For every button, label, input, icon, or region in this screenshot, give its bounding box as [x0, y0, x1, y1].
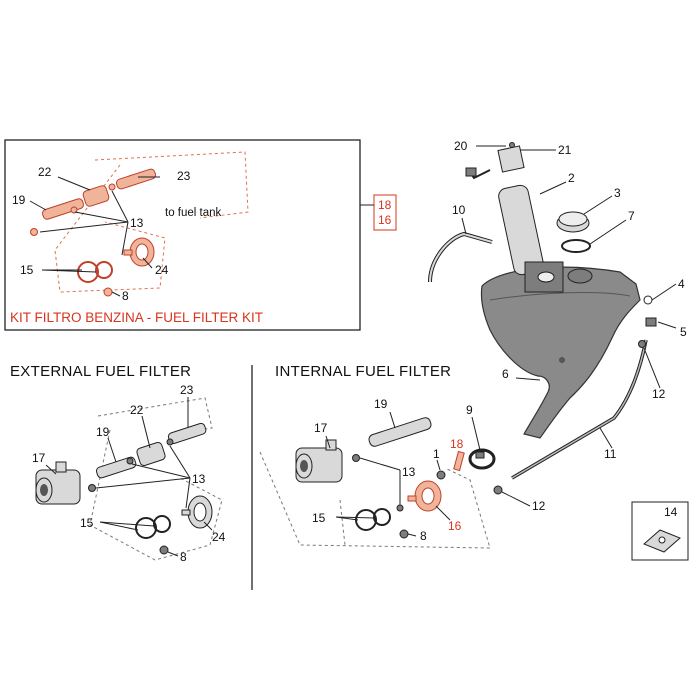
external-pump-filter-24: [181, 495, 213, 529]
internal-screw: [399, 529, 409, 539]
internal-clamp: [352, 454, 360, 462]
gasket-7: [561, 239, 591, 253]
kit-filter-22: [82, 185, 110, 207]
tank-label-5: 5: [680, 325, 687, 339]
kit-clamp: [108, 183, 116, 191]
external-label-22: 22: [130, 403, 144, 417]
washer-4: [643, 295, 653, 305]
internal-oring: [373, 508, 391, 526]
internal-pump-16: [407, 480, 442, 512]
kit-label-19: 19: [12, 193, 26, 207]
kit-label-24: 24: [155, 263, 169, 277]
external-label-17: 17: [32, 451, 46, 465]
external-pipe-19: [95, 456, 137, 479]
tank-label-7: 7: [628, 209, 635, 223]
external-screw: [159, 545, 169, 555]
tank-label-11: 11: [604, 447, 617, 461]
kit-pump-filter-24: [123, 237, 155, 267]
kit-clamp: [30, 228, 38, 236]
kit-ref-16: 16: [378, 213, 392, 227]
kit-label-8: 8: [122, 289, 129, 303]
external-clamp: [126, 457, 134, 465]
internal-label-15: 15: [312, 511, 326, 525]
clip-14: [643, 529, 681, 553]
external-clamp: [88, 484, 96, 492]
internal-label-17: 17: [314, 421, 328, 435]
tank-label-2: 2: [568, 171, 575, 185]
kit-label-15: 15: [20, 263, 34, 277]
internal-label-18: 18: [450, 437, 464, 451]
internal-dashed-outline: [259, 451, 491, 549]
kit-label-23: 23: [177, 169, 191, 183]
external-heading: EXTERNAL FUEL FILTER: [10, 363, 191, 380]
external-label-8: 8: [180, 550, 187, 564]
kit-label-22: 22: [38, 165, 52, 179]
breather-hose-10: [428, 231, 493, 283]
tank-label-6: 6: [502, 367, 509, 381]
internal-label-1: 1: [433, 447, 440, 461]
tank-label-20: 20: [454, 139, 468, 153]
internal-clamp: [396, 504, 404, 512]
internal-canister-17: [295, 439, 343, 483]
external-clamp: [166, 438, 174, 446]
filler-neck: [567, 268, 593, 284]
kit-pipe-23: [115, 168, 157, 190]
kit-pipe-19: [42, 198, 84, 220]
internal-label-19: 19: [374, 397, 388, 411]
tank-label-12: 12: [652, 387, 666, 401]
kit-oring: [95, 261, 113, 279]
fitting-12: [638, 340, 646, 348]
internal-clip-9: [468, 448, 496, 470]
internal-fitting-12: [493, 485, 503, 495]
bushing-5: [645, 317, 657, 327]
external-oring: [153, 515, 171, 533]
kit-clamp: [70, 206, 78, 214]
external-label-24: 24: [212, 530, 226, 544]
external-filter-22: [136, 441, 166, 467]
kit-ref-tag[interactable]: [373, 194, 397, 231]
kit-title: KIT FILTRO BENZINA - FUEL FILTER KIT: [10, 310, 263, 325]
internal-oring: [355, 509, 377, 531]
internal-pipe-19: [368, 417, 432, 447]
external-canister-17: [35, 461, 81, 505]
external-label-19: 19: [96, 425, 110, 439]
kit-ref-18: 18: [378, 198, 392, 212]
kit-screw: [103, 287, 113, 297]
kit-note-to-fuel-tank: to fuel tank: [165, 207, 222, 219]
kit-oring: [77, 261, 99, 283]
internal-nut-1: [436, 470, 446, 480]
internal-heading: INTERNAL FUEL FILTER: [275, 363, 451, 380]
tank-label-21: 21: [558, 143, 572, 157]
external-label-23: 23: [180, 383, 194, 397]
kit-label-13: 13: [130, 216, 144, 230]
tank-label-4: 4: [678, 277, 685, 291]
internal-label-16: 16: [448, 519, 462, 533]
neck-box: [524, 261, 564, 293]
internal-label-12: 12: [532, 499, 546, 513]
kit-box-frame: [4, 139, 361, 331]
filler-cap-3: [556, 211, 590, 233]
internal-label-9: 9: [466, 403, 473, 417]
tank-label-10: 10: [452, 203, 466, 217]
external-oring: [135, 517, 157, 539]
external-label-15: 15: [80, 516, 94, 530]
external-label-13: 13: [192, 472, 206, 486]
screw-20: [509, 142, 515, 148]
tank-label-3: 3: [614, 186, 621, 200]
tank-label-14: 14: [664, 505, 678, 519]
internal-pin-18: [453, 450, 465, 472]
internal-label-13: 13: [402, 465, 416, 479]
fuel-tank-6: [480, 266, 641, 439]
fuel-gauge-2: [465, 145, 544, 276]
internal-label-8: 8: [420, 529, 427, 543]
